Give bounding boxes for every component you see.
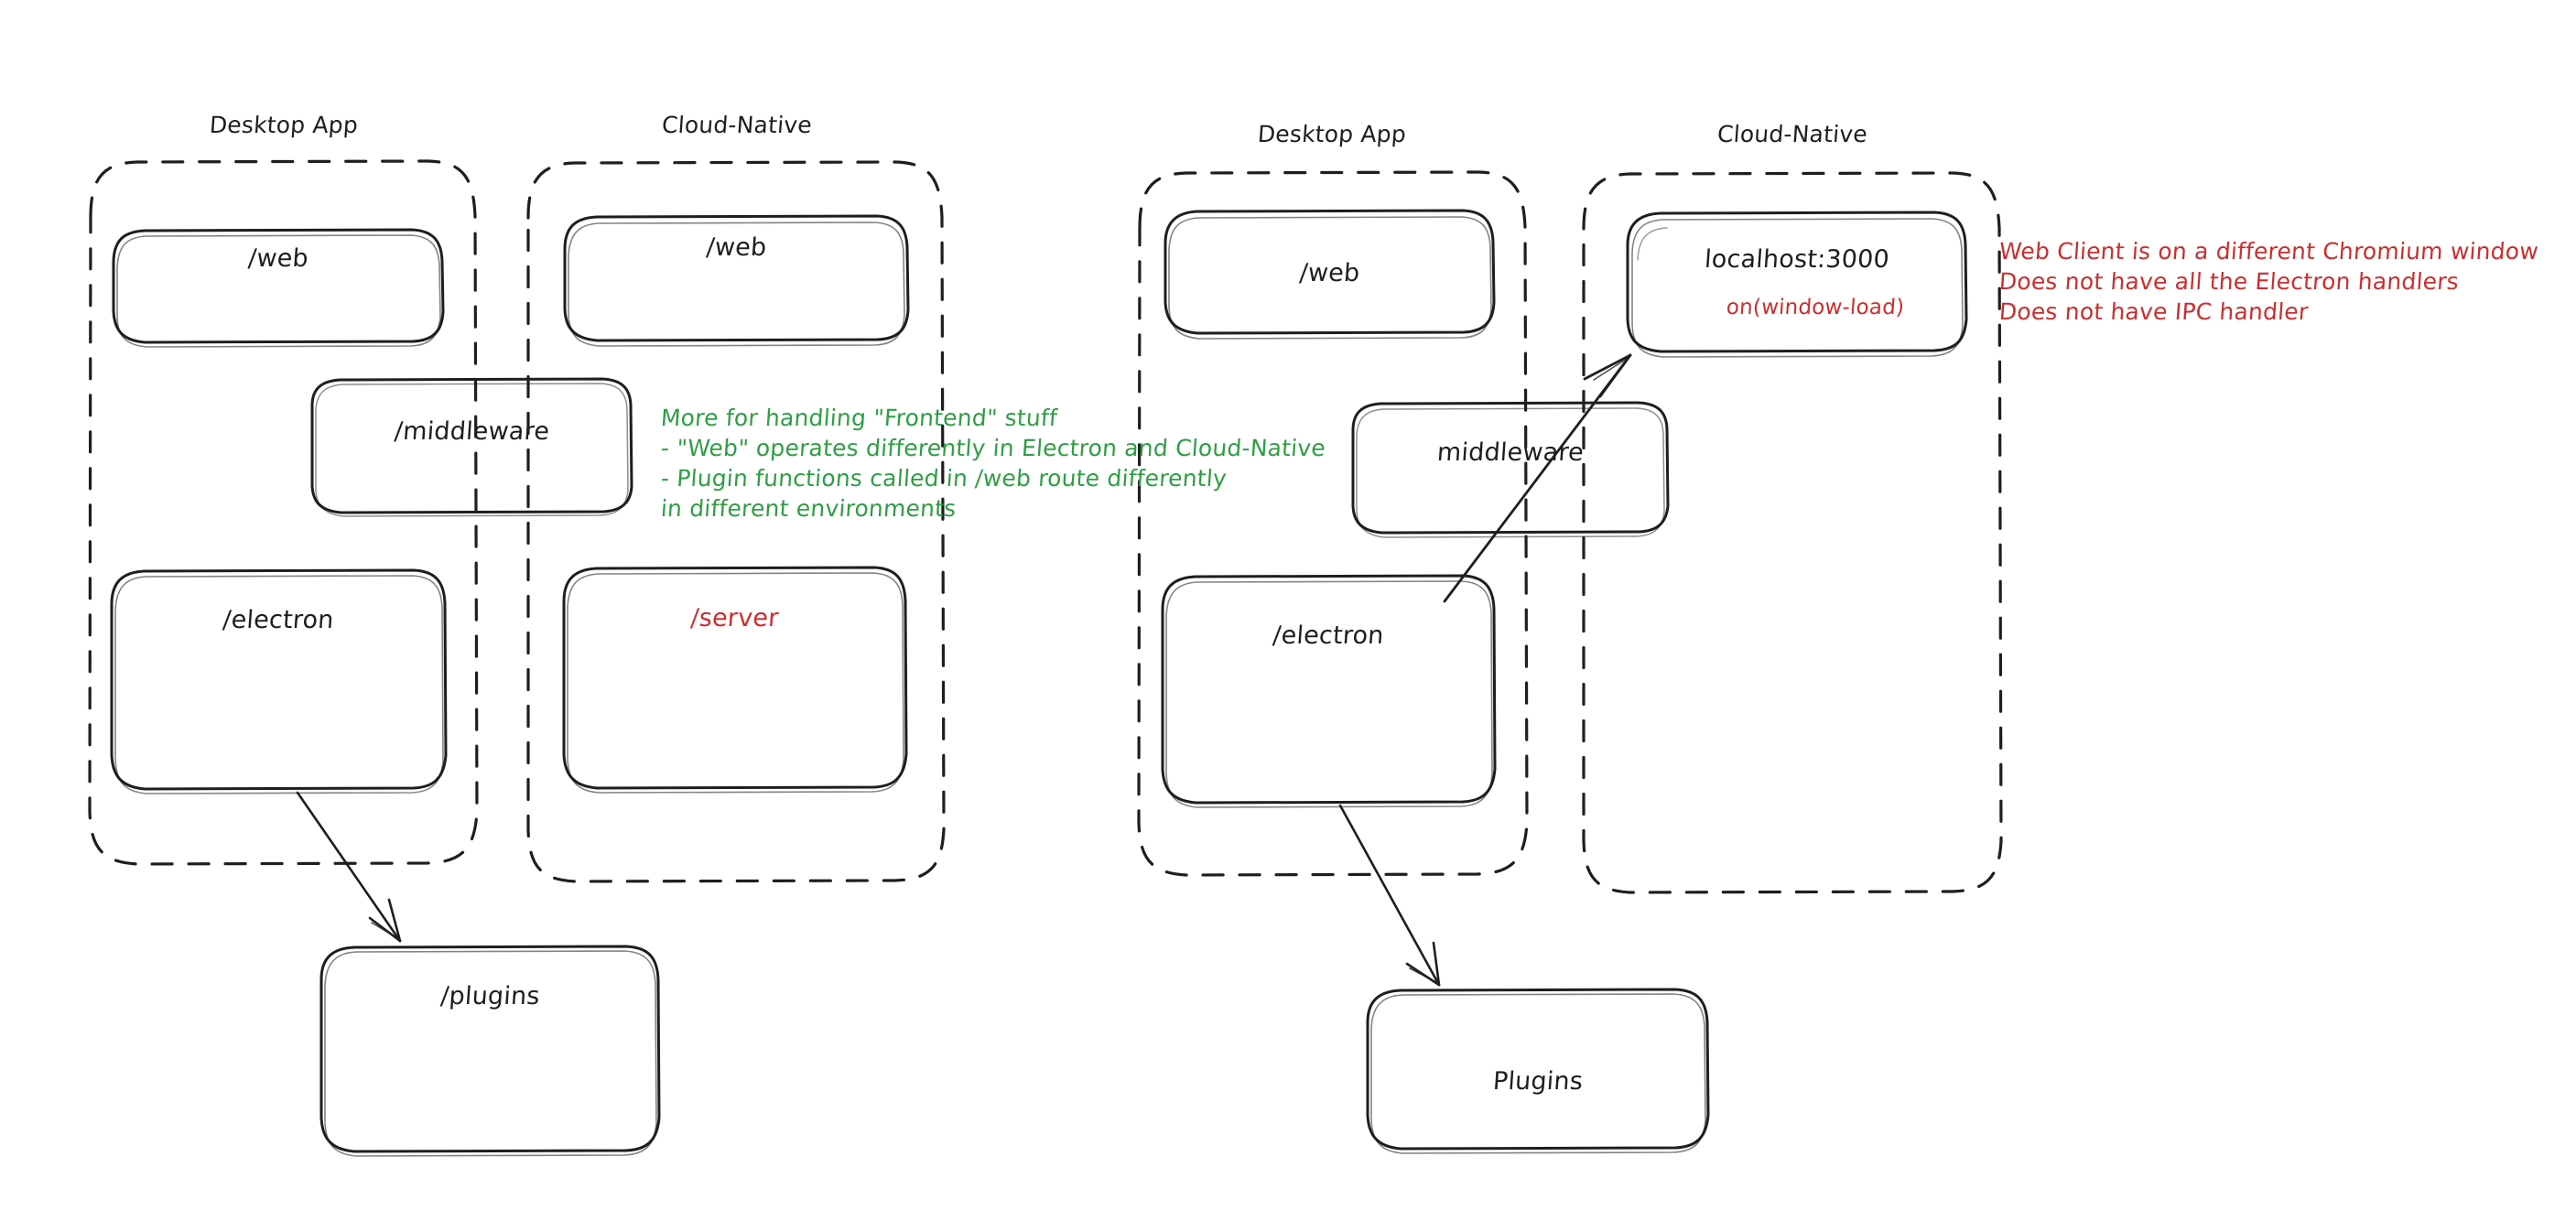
note-right-red: Web Client is on a different Chromium wi… xyxy=(1997,236,2539,327)
node-label-right-plugins: Plugins xyxy=(1491,1067,1585,1096)
note-right-red-line-1: Web Client is on a different Chromium wi… xyxy=(1997,238,2539,265)
node-label-right-electron: /electron xyxy=(1272,621,1385,650)
group-label-right-desktop: Desktop App xyxy=(1256,121,1408,147)
note-left-green-line-2: - "Web" operates differently in Electron… xyxy=(659,435,1326,461)
group-label-left-desktop: Desktop App xyxy=(208,112,360,138)
node-label-left-cloud-web: /web xyxy=(705,233,768,262)
note-left-green: More for handling "Frontend" stuff - "We… xyxy=(659,403,1326,524)
node-outline-right-electron xyxy=(1161,574,1497,808)
node-label-right-localhost: localhost:3000 xyxy=(1704,245,1890,274)
node-outline-left-plugins xyxy=(319,945,661,1157)
node-outline-left-server xyxy=(562,566,908,794)
note-left-green-line-1: More for handling "Frontend" stuff xyxy=(659,405,1059,431)
note-right-red-line-2: Does not have all the Electron handlers xyxy=(1997,268,2461,295)
node-label-right-desktop-web: /web xyxy=(1298,259,1361,287)
arrow-right-electron-to-localhost xyxy=(1443,353,1632,603)
node-label-left-plugins: /plugins xyxy=(439,982,541,1010)
arrow-left-electron-to-plugins xyxy=(296,791,402,943)
node-outline-right-plugins xyxy=(1366,988,1710,1154)
arrow-right-electron-to-plugins xyxy=(1338,804,1441,987)
group-label-left-cloud: Cloud-Native xyxy=(661,112,813,138)
node-outline-left-middleware xyxy=(310,377,633,517)
node-outline-right-localhost xyxy=(1626,211,1968,358)
node-label-left-desktop-web: /web xyxy=(247,244,309,273)
node-outline-left-desktop-web xyxy=(112,228,445,348)
node-outline-right-desktop-web xyxy=(1164,209,1496,340)
node-label-left-middleware: /middleware xyxy=(393,417,551,446)
group-label-right-cloud: Cloud-Native xyxy=(1716,121,1868,147)
node-label-right-middleware: middleware xyxy=(1435,438,1586,467)
note-left-green-line-3: - Plugin functions called in /web route … xyxy=(659,465,1228,492)
group-outline-left-cloud xyxy=(526,160,946,883)
node-label-left-server: /server xyxy=(689,604,780,632)
note-right-red-line-3: Does not have IPC handler xyxy=(1997,298,2310,325)
group-outline-right-cloud xyxy=(1582,171,2003,894)
node-outline-left-cloud-web xyxy=(563,214,910,347)
node-sublabel-right-localhost: on(window-load) xyxy=(1725,296,1906,319)
note-left-green-line-4: in different environments xyxy=(659,495,958,522)
node-label-left-electron: /electron xyxy=(222,606,335,634)
node-outline-right-middleware xyxy=(1351,401,1670,538)
node-outline-left-electron xyxy=(110,568,448,794)
